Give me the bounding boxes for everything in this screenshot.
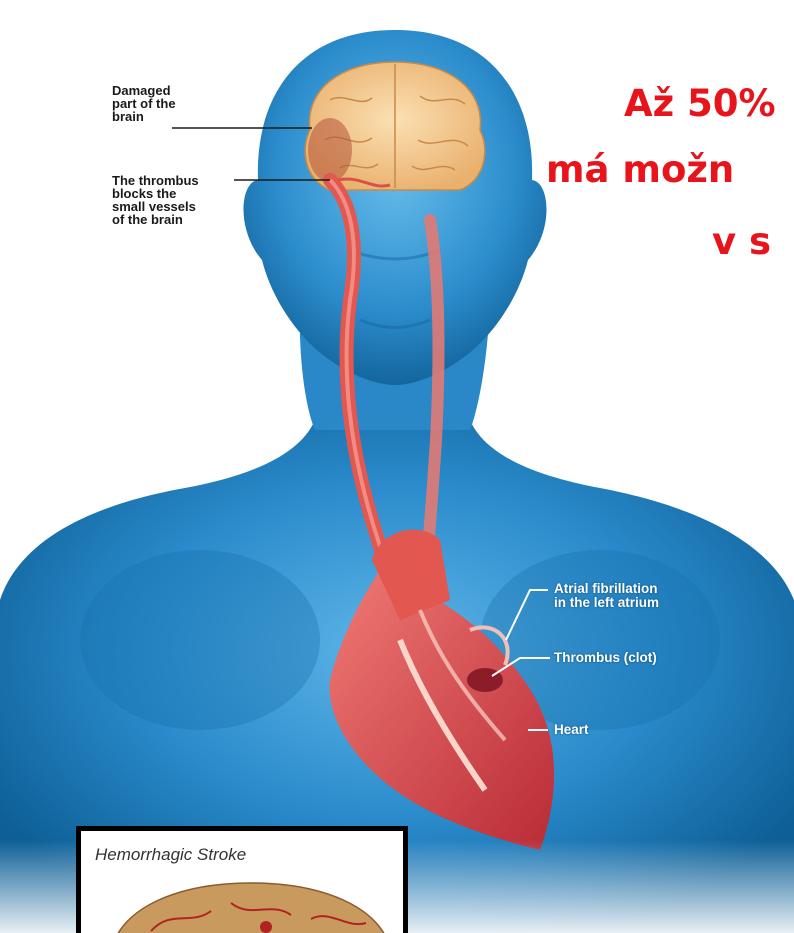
label-damaged-brain: Damaged part of the brain bbox=[112, 84, 176, 123]
label-atrial-line2: in the left atrium bbox=[554, 596, 659, 610]
label-atrial-fibrillation: Atrial fibrillation in the left atrium bbox=[554, 582, 659, 610]
label-atrial-line1: Atrial fibrillation bbox=[554, 582, 659, 596]
headline-line2: má možn bbox=[546, 148, 734, 192]
hemorrhagic-brain-illustration bbox=[81, 831, 408, 933]
hemorrhagic-stroke-inset: Hemorrhagic Stroke bbox=[76, 826, 408, 933]
brain bbox=[305, 62, 485, 190]
damaged-brain-area bbox=[308, 118, 352, 182]
label-thrombus-brain: The thrombus blocks the small vessels of… bbox=[112, 174, 199, 226]
label-heart: Heart bbox=[554, 723, 589, 737]
label-thrombus-clot: Thrombus (clot) bbox=[554, 651, 657, 665]
label-damaged-line3: brain bbox=[112, 110, 176, 123]
label-thrombus-line4: of the brain bbox=[112, 213, 199, 226]
headline-line1: Až 50% bbox=[624, 82, 776, 126]
headline-line3: v s bbox=[712, 220, 771, 264]
